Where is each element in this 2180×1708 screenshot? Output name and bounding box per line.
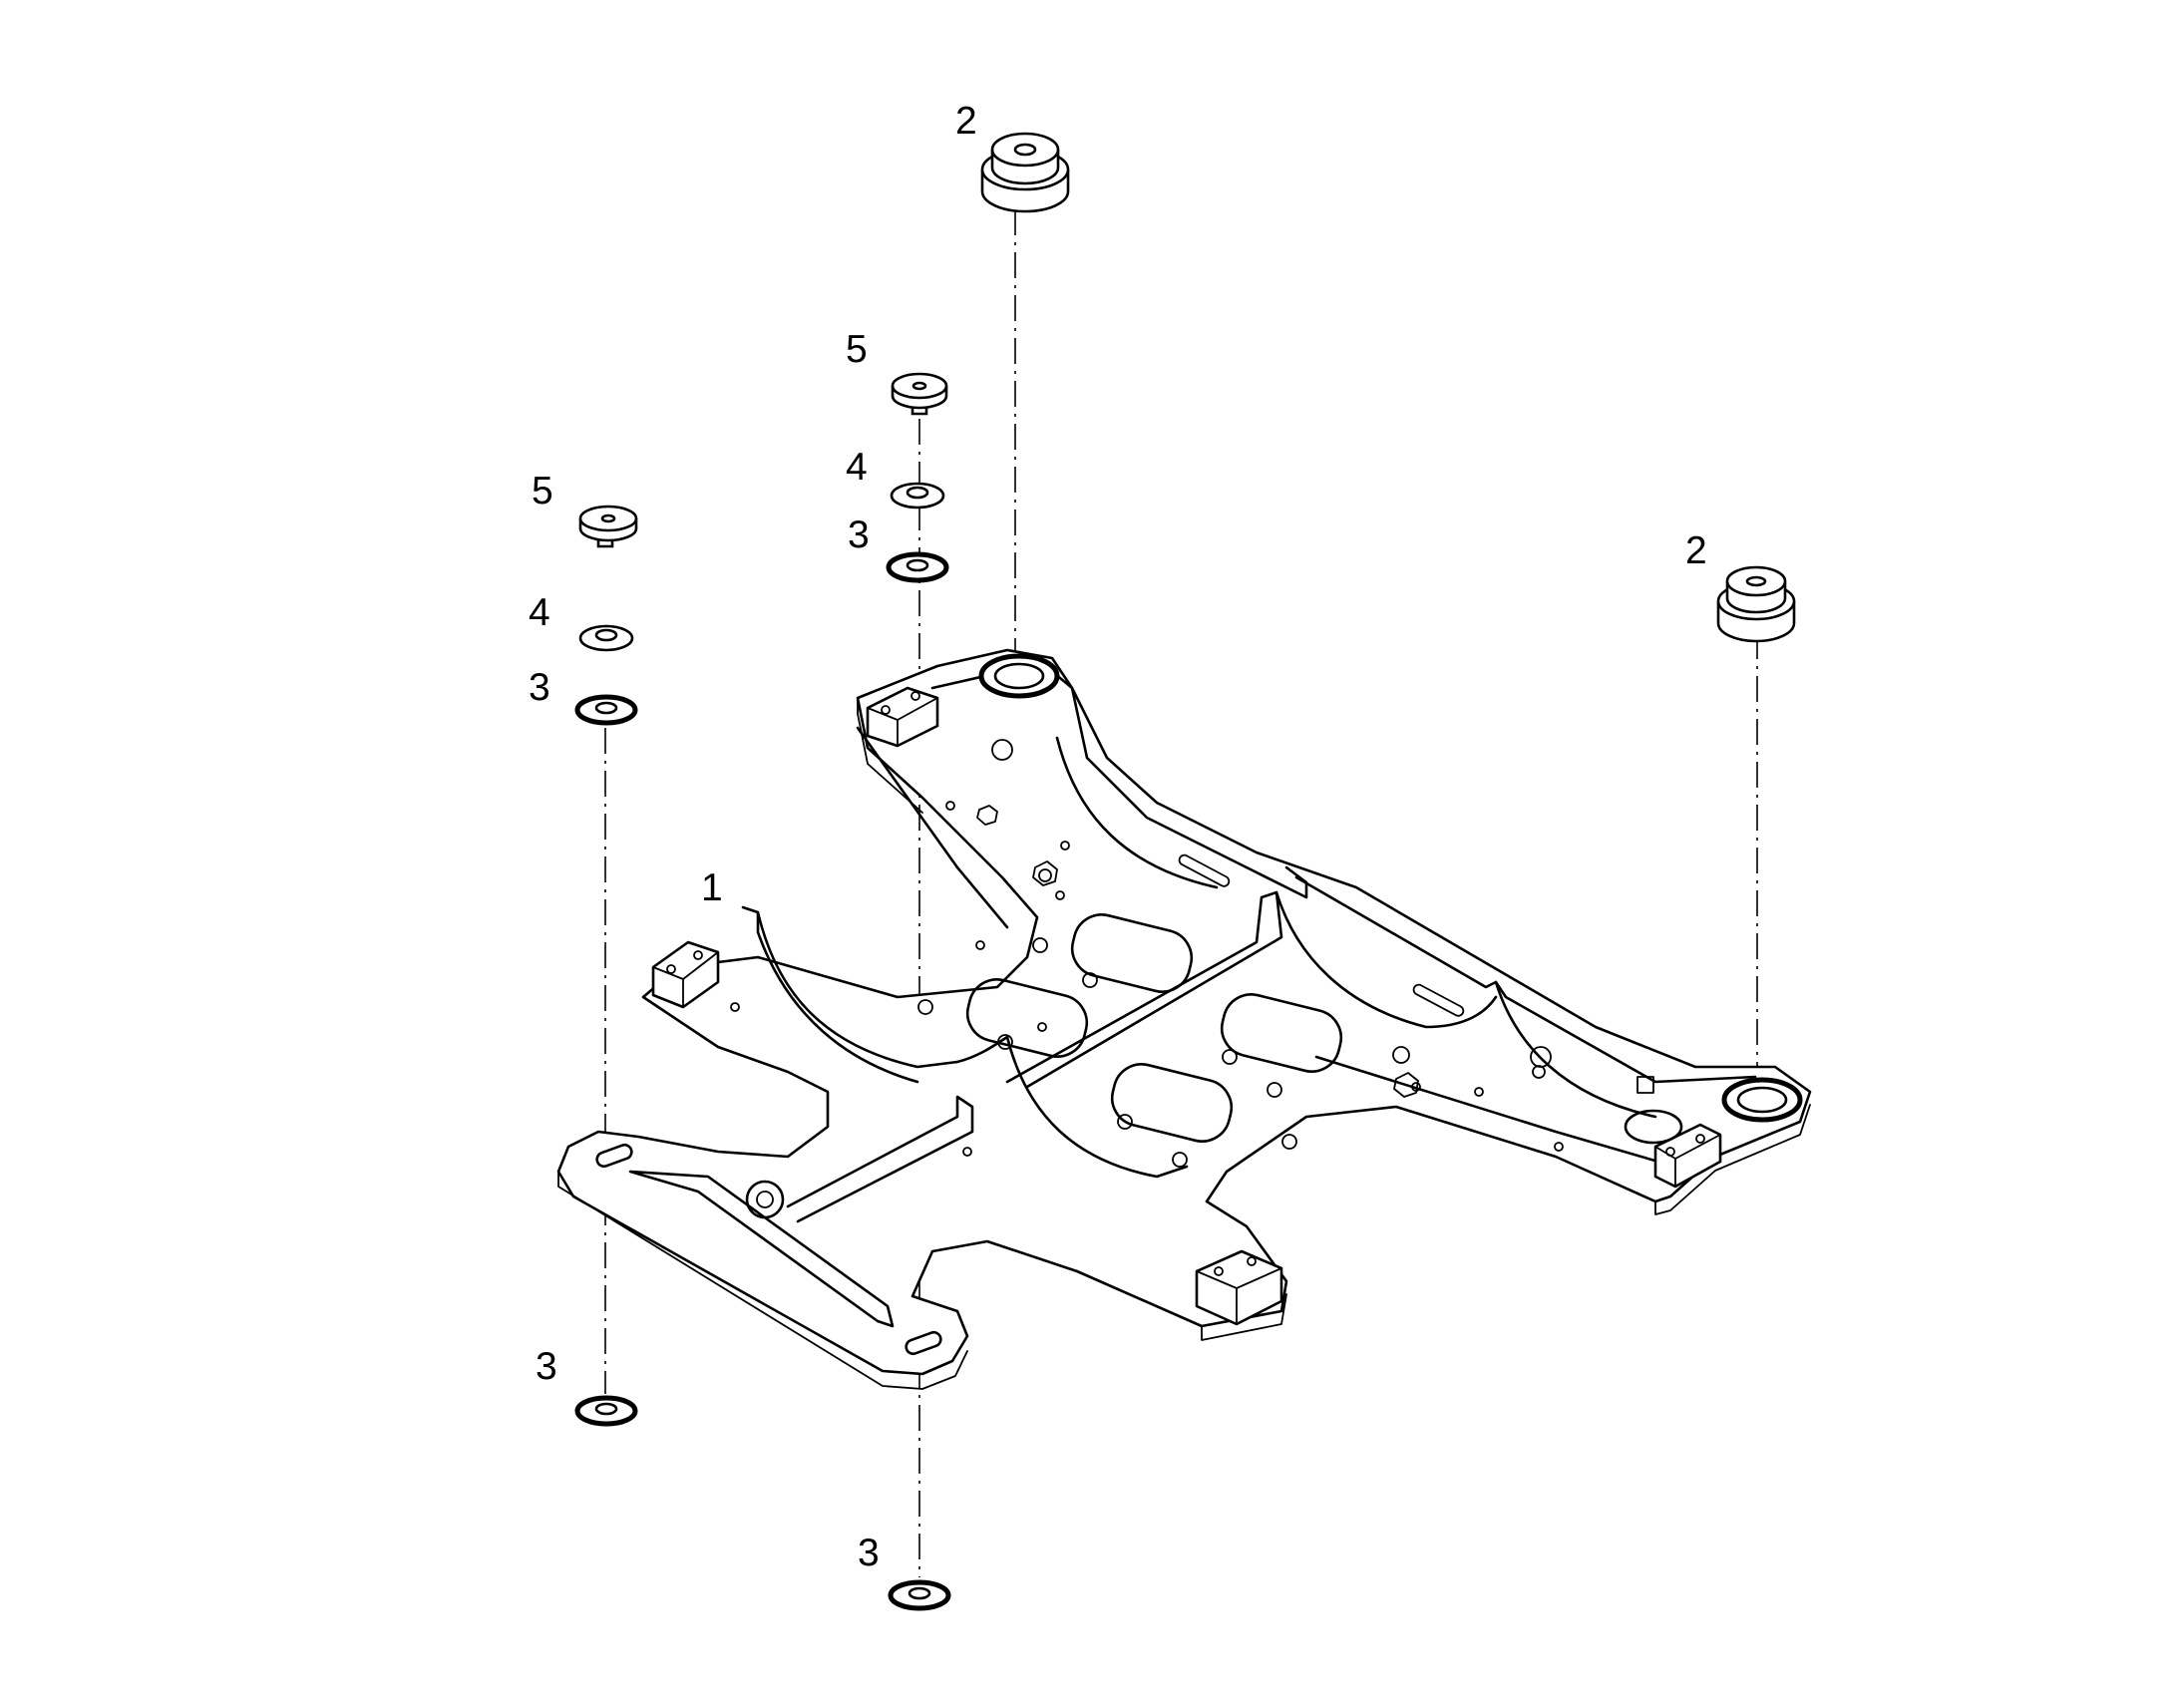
slot-front [905, 1330, 942, 1356]
bolt-mid [891, 372, 948, 416]
washer-3-bottom-mid [888, 1579, 951, 1611]
washer-4-left [578, 624, 634, 652]
rail-right [1294, 875, 1757, 1084]
nut-2 [976, 805, 998, 826]
washer-3-bottom-left [574, 1395, 638, 1427]
frame-tab-right [1636, 1076, 1654, 1094]
callout-mount-right: 2 [1685, 529, 1707, 572]
slot-upper-1 [1178, 854, 1231, 887]
rubber-mount-top [980, 132, 1070, 213]
frame-plate [556, 648, 1812, 1376]
washer-3-left [574, 694, 638, 726]
rib-upper-plate-edge [856, 726, 1009, 929]
rib-center-arc-2 [1274, 890, 1498, 1029]
support-block-left [651, 940, 720, 1009]
callout-washer-a-left: 3 [529, 666, 550, 709]
nut-1 [1032, 860, 1058, 886]
bolt-left [578, 505, 638, 548]
frame-bore-right [1624, 1109, 1683, 1145]
callout-washer-b-mid: 4 [846, 446, 868, 489]
rib-upper-cradle [1055, 736, 1219, 889]
callout-bolt-left: 5 [532, 470, 553, 512]
mount-seat-right [1721, 1077, 1803, 1123]
rib-center-arc [955, 1035, 1189, 1179]
cutout-2 [965, 978, 1089, 1058]
frame-edge-bottom [1201, 1293, 1287, 1341]
callout-washer-bottom-mid: 3 [858, 1532, 880, 1574]
callout-washer-b-left: 4 [529, 591, 550, 634]
callout-bolt-mid: 5 [846, 328, 868, 371]
rib-lower-cross [786, 1095, 974, 1223]
washer-3-mid [886, 551, 949, 583]
rib-left-upper-inner [756, 910, 919, 1084]
callout-mount-top: 2 [955, 100, 977, 143]
cutout-1 [1070, 913, 1194, 993]
callout-washer-a-mid: 3 [848, 513, 870, 556]
mount-seat-top [978, 653, 1060, 699]
rib-right-cradle [1494, 980, 1657, 1119]
gusset-front [628, 1170, 895, 1328]
support-block-top [866, 686, 939, 748]
pin-eye-front-hole [756, 1191, 774, 1208]
support-block-front [1195, 1249, 1283, 1326]
rib-left-upper [741, 905, 959, 1069]
frame-edge-left-inner [857, 697, 923, 814]
rib-center-long [1005, 890, 1283, 1089]
washer-4-mid [890, 482, 945, 510]
cutout-3 [1220, 993, 1343, 1073]
callout-washer-bottom-left: 3 [536, 1345, 557, 1388]
slot-upper-2 [1412, 983, 1465, 1017]
cutout-4 [1110, 1063, 1234, 1143]
nut-3 [1393, 1072, 1419, 1098]
subframe-part [556, 648, 1812, 1390]
rubber-mount-right [1716, 565, 1796, 643]
callout-frame: 1 [701, 866, 723, 909]
frame-edge-front [557, 1171, 968, 1390]
pin-eye-front [745, 1180, 785, 1219]
frame-edge-right [1654, 1104, 1811, 1215]
callout-labels: 1 2 2 5 4 3 5 4 3 3 3 [529, 100, 1707, 1574]
frame-holes [730, 739, 1564, 1168]
slot-left [595, 1143, 633, 1169]
